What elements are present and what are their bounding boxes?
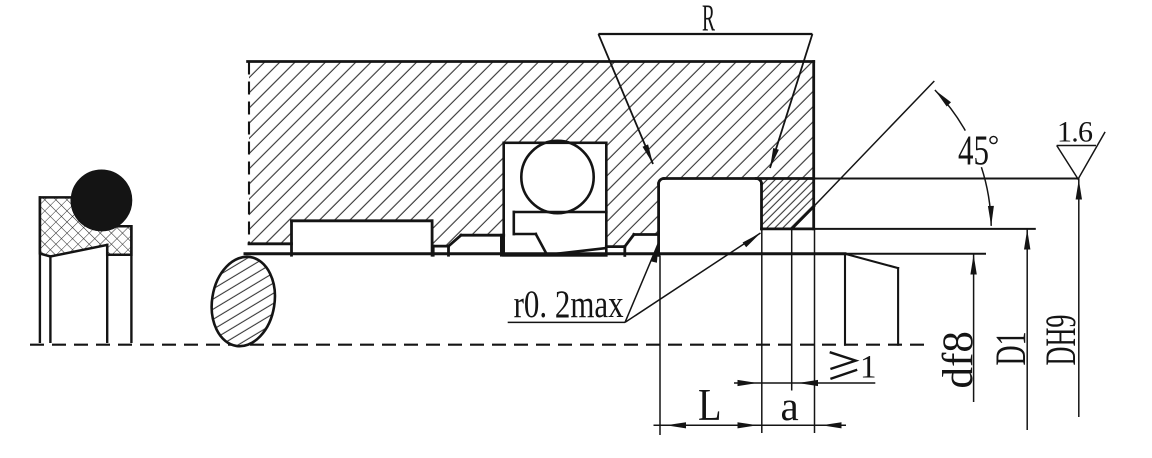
svg-text:r0. 2max: r0. 2max xyxy=(514,283,624,326)
svg-text:45: 45 xyxy=(958,129,989,175)
svg-text:D1: D1 xyxy=(988,332,1035,366)
svg-text:df8: df8 xyxy=(935,331,982,388)
svg-text:R: R xyxy=(702,0,715,40)
svg-text:DH9: DH9 xyxy=(1038,315,1085,366)
svg-text:a: a xyxy=(781,383,799,429)
svg-text:L: L xyxy=(698,380,722,430)
svg-text:1.6: 1.6 xyxy=(1057,116,1093,149)
svg-text:1: 1 xyxy=(860,350,877,386)
